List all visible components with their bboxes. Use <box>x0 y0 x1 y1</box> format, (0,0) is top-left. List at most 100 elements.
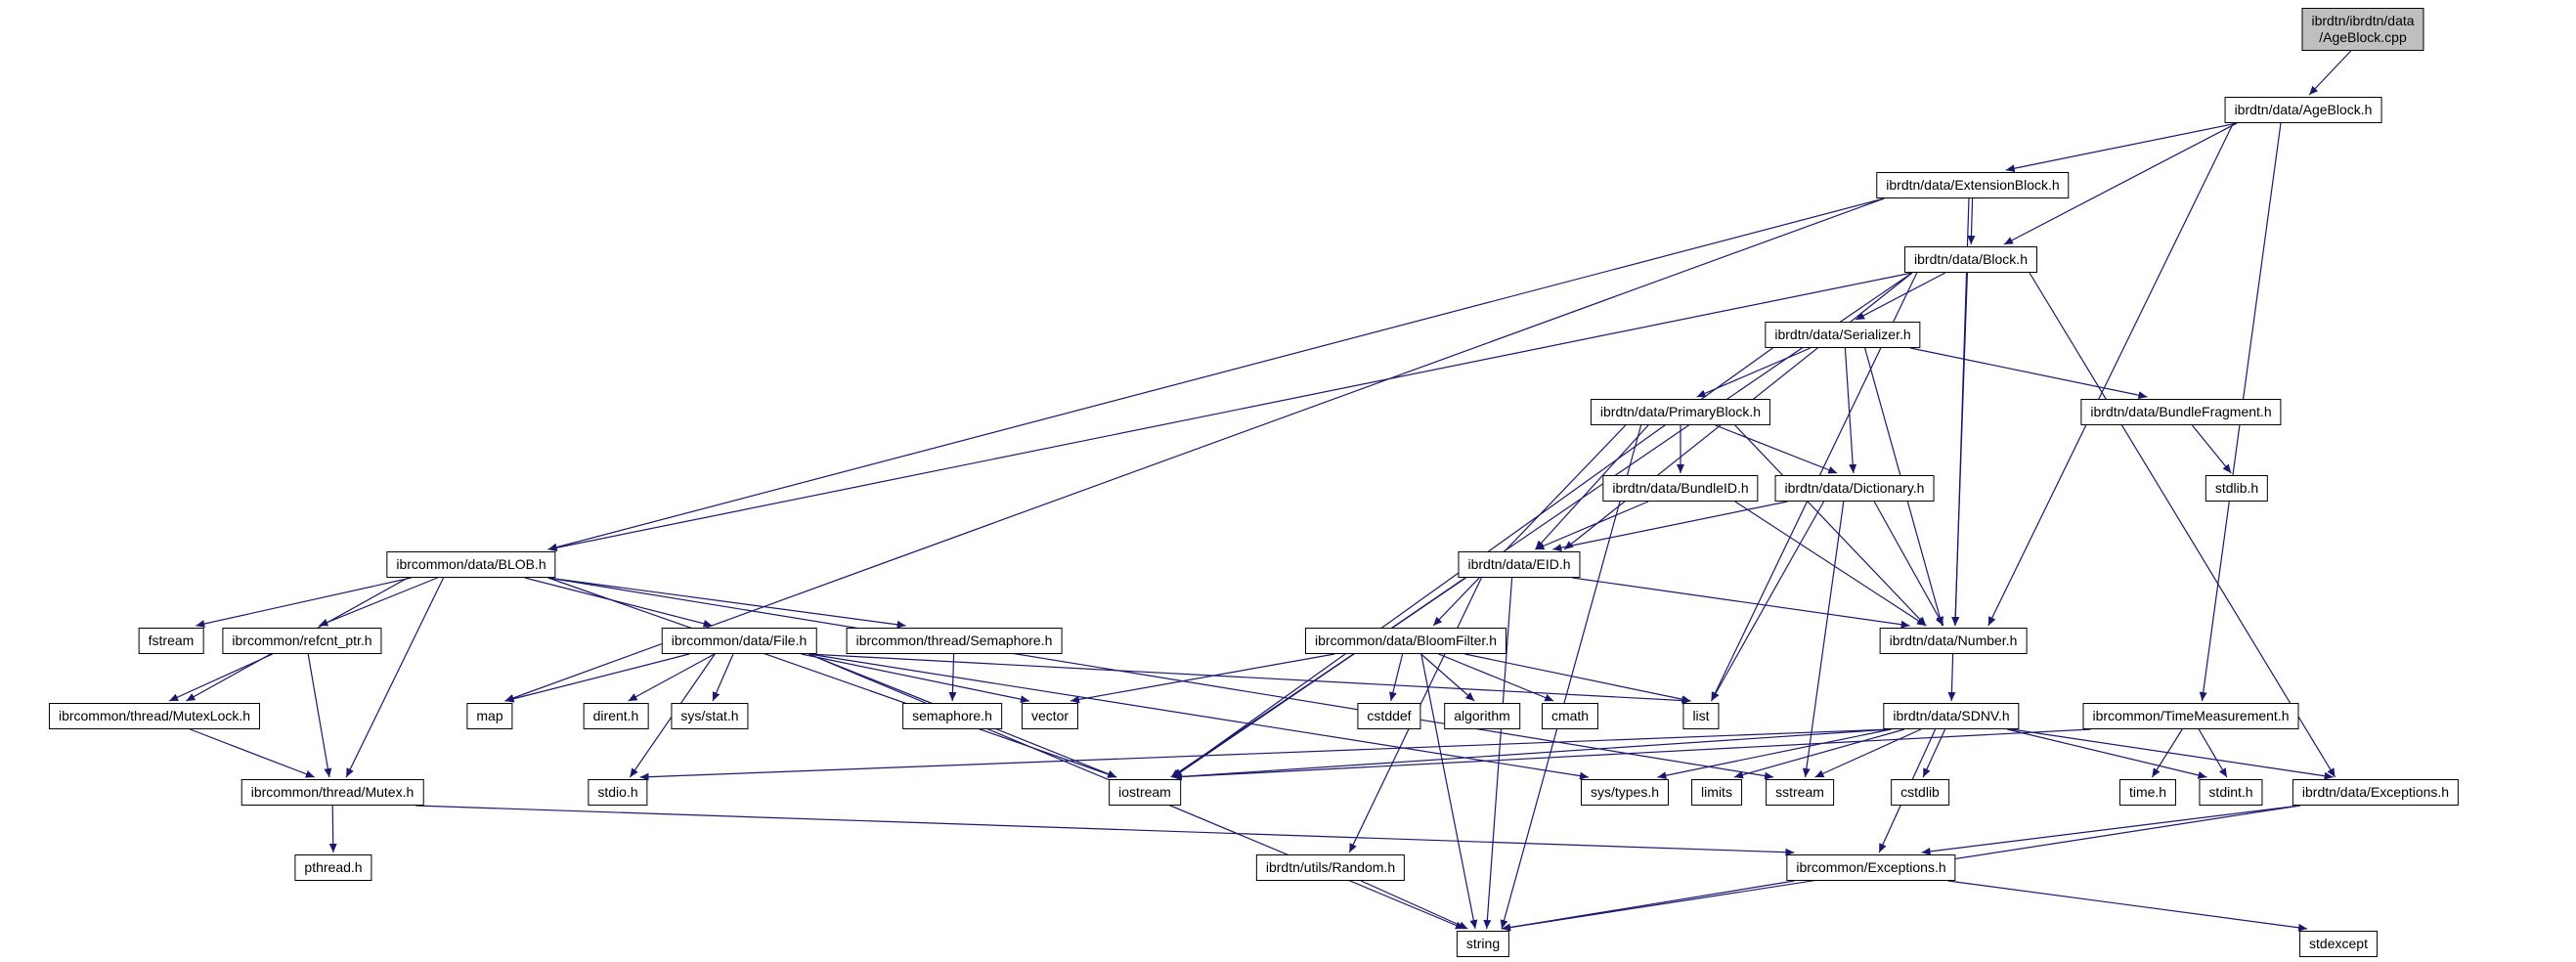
edge-bloomfilter_h-algorithm <box>1420 653 1475 702</box>
edge-eid_h-number_h <box>1572 577 1910 629</box>
edge-file_h-sys_stat_h <box>712 653 734 702</box>
edge-dictionary_h-eid_h <box>1552 501 1788 552</box>
graph-node-blob_h[interactable]: ibrcommon/data/BLOB.h <box>386 551 556 578</box>
edge-bundleid_h-eid_h <box>1535 501 1649 550</box>
edge-bloomfilter_h-vector <box>1070 653 1335 704</box>
edge-primaryblock_h-eid_h <box>1535 424 1649 550</box>
edge-bundleid_h-number_h <box>1734 501 1927 627</box>
edge-sdnv_h-limits <box>1733 728 1905 779</box>
edge-blob_h-file_h <box>524 577 713 628</box>
graph-node-sstream[interactable]: sstream <box>1766 779 1834 806</box>
graph-node-semaphore_thread_h[interactable]: ibrcommon/thread/Semaphore.h <box>846 628 1063 654</box>
edge-block_h-serializer_h <box>1855 272 1946 321</box>
edge-primaryblock_h-number_h <box>1734 424 1927 627</box>
graph-node-vector[interactable]: vector <box>1021 703 1079 729</box>
graph-node-timemeasurement_h[interactable]: ibrcommon/TimeMeasurement.h <box>2082 703 2299 729</box>
graph-node-iostream[interactable]: iostream <box>1109 779 1181 806</box>
edge-blob_h-iostream <box>547 577 1117 778</box>
edge-bloomfilter_h-cstddef <box>1388 653 1404 702</box>
edge-file_h-map <box>504 653 690 703</box>
edge-ageblock_h-number_h <box>1987 122 2234 627</box>
graph-node-bundlefragment_h[interactable]: ibrdtn/data/BundleFragment.h <box>2080 399 2282 425</box>
edge-mutex_h-pthread_h <box>328 805 337 853</box>
graph-node-map[interactable]: map <box>466 703 513 729</box>
graph-node-cstdlib[interactable]: cstdlib <box>1891 779 1949 806</box>
edge-file_h-dirent_h <box>628 653 716 702</box>
graph-node-limits[interactable]: limits <box>1691 779 1742 806</box>
graph-node-ageblock_h[interactable]: ibrdtn/data/AgeBlock.h <box>2224 97 2382 123</box>
graph-node-string[interactable]: string <box>1456 931 1510 957</box>
graph-node-serializer_h[interactable]: ibrdtn/data/Serializer.h <box>1765 322 1921 348</box>
edge-bloomfilter_h-list <box>1464 653 1691 704</box>
graph-node-sdnv_h[interactable]: ibrdtn/data/SDNV.h <box>1883 703 2020 729</box>
edge-bloomfilter_h-cmath <box>1438 653 1554 702</box>
graph-node-cmath[interactable]: cmath <box>1541 703 1599 729</box>
graph-node-bundleid_h[interactable]: ibrdtn/data/BundleID.h <box>1602 475 1759 502</box>
graph-node-primaryblock_h[interactable]: ibrdtn/data/PrimaryBlock.h <box>1590 399 1771 425</box>
edge-sdnv_h-dtn_exceptions_h <box>2011 728 2334 780</box>
graph-node-extensionblock_h[interactable]: ibrdtn/data/ExtensionBlock.h <box>1876 172 2070 198</box>
edge-extensionblock_h-map <box>504 197 1885 702</box>
edge-file_h-vector <box>801 653 1030 704</box>
edge-blob_h-fstream <box>196 577 412 628</box>
edge-sdnv_h-sys_types_h <box>1657 728 1892 780</box>
graph-node-dirent_h[interactable]: dirent.h <box>583 703 649 729</box>
graph-node-bloomfilter_h[interactable]: ibrcommon/data/BloomFilter.h <box>1305 628 1506 654</box>
graph-node-block_h[interactable]: ibrdtn/data/Block.h <box>1904 246 2037 273</box>
graph-node-stdexcept[interactable]: stdexcept <box>2299 931 2378 957</box>
edge-number_h-sdnv_h <box>1947 653 1956 702</box>
graph-node-eid_h[interactable]: ibrdtn/data/EID.h <box>1458 551 1581 578</box>
graph-node-sys_types_h[interactable]: sys/types.h <box>1580 779 1670 806</box>
edge-extensionblock_h-block_h <box>1967 197 1976 245</box>
edge-semaphore_thread_h-semaphore_h <box>948 653 957 702</box>
graph-node-mutexlock_h[interactable]: ibrcommon/thread/MutexLock.h <box>48 703 261 729</box>
edge-file_h-list <box>808 653 1691 705</box>
edge-mutex_h-ibr_exceptions_h <box>415 805 1795 856</box>
edge-mutexlock_h-mutex_h <box>190 728 316 778</box>
graph-node-cstddef[interactable]: cstddef <box>1357 703 1421 729</box>
graph-node-sys_stat_h[interactable]: sys/stat.h <box>671 703 749 729</box>
edge-serializer_h-dictionary_h <box>1844 347 1857 474</box>
graph-node-fstream[interactable]: fstream <box>138 628 204 654</box>
graph-node-dictionary_h[interactable]: ibrdtn/data/Dictionary.h <box>1774 475 1935 502</box>
edge-ageblock_cpp-ageblock_h <box>2308 50 2352 96</box>
edge-primaryblock_h-string <box>1500 424 1642 930</box>
edge-ibr_exceptions_h-string <box>1502 880 1795 932</box>
edge-ageblock_h-extensionblock_h <box>2005 122 2238 173</box>
graph-node-random_h[interactable]: ibrdtn/utils/Random.h <box>1255 854 1406 881</box>
edge-bundlefragment_h-stdlib_h <box>2191 424 2232 474</box>
graph-node-list[interactable]: list <box>1682 703 1720 729</box>
graph-node-semaphore_h[interactable]: semaphore.h <box>902 703 1002 729</box>
graph-node-dtn_exceptions_h[interactable]: ibrdtn/data/Exceptions.h <box>2292 779 2460 806</box>
edge-timemeasurement_h-time_h <box>2151 728 2183 778</box>
graph-node-ibr_exceptions_h[interactable]: ibrcommon/Exceptions.h <box>1786 854 1956 881</box>
graph-node-stdlib_h[interactable]: stdlib.h <box>2205 475 2269 502</box>
edge-blob_h-semaphore_thread_h <box>547 577 906 629</box>
edge-extensionblock_h-blob_h <box>547 197 1885 551</box>
graph-node-algorithm[interactable]: algorithm <box>1444 703 1520 729</box>
graph-node-stdint_h[interactable]: stdint.h <box>2199 779 2263 806</box>
edge-random_h-string <box>1360 880 1468 930</box>
edge-bloomfilter_h-iostream <box>1170 653 1354 778</box>
edge-dictionary_h-number_h <box>1873 501 1944 627</box>
edge-blob_h-sstream <box>547 577 1774 780</box>
graph-node-number_h[interactable]: ibrdtn/data/Number.h <box>1879 628 2028 654</box>
edge-block_h-number_h <box>1951 272 1968 627</box>
edge-dictionary_h-sstream <box>1802 501 1845 778</box>
edge-primaryblock_h-dictionary_h <box>1715 424 1838 474</box>
graph-node-stdio_h[interactable]: stdio.h <box>588 779 648 806</box>
edge-block_h-blob_h <box>547 272 1913 552</box>
graph-node-time_h[interactable]: time.h <box>2118 779 2177 806</box>
edge-serializer_h-bundlefragment_h <box>1910 347 2148 400</box>
graph-node-pthread_h[interactable]: pthread.h <box>294 854 372 881</box>
graph-node-refcnt_ptr_h[interactable]: ibrcommon/refcnt_ptr.h <box>222 628 382 654</box>
edge-eid_h-string <box>1483 577 1513 930</box>
graph-node-mutex_h[interactable]: ibrcommon/thread/Mutex.h <box>240 779 424 806</box>
graph-node-ageblock_cpp: ibrdtn/ibrdtn/data /AgeBlock.cpp <box>2301 8 2424 51</box>
edge-bloomfilter_h-string <box>1420 653 1478 930</box>
edge-blob_h-refcnt_ptr_h <box>319 577 438 627</box>
edge-sdnv_h-stdint_h <box>2007 728 2207 779</box>
graph-node-file_h[interactable]: ibrcommon/data/File.h <box>661 628 817 654</box>
